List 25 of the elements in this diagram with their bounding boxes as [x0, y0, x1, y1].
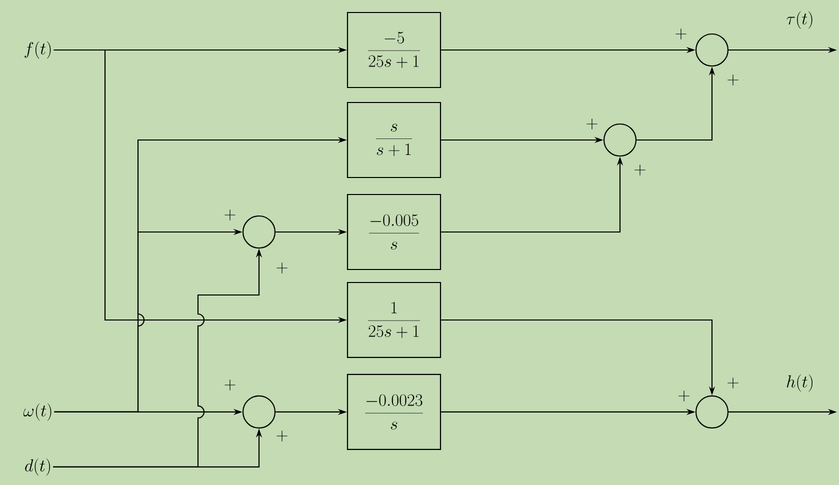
transfer-block: $\frac{s}{s+1}$	[346, 102, 442, 178]
transfer-block: $\frac{1}{25s+1}$	[346, 282, 442, 358]
summing-junction	[695, 33, 729, 67]
output-label: $h(t)$	[786, 374, 812, 392]
input-label: $d(t)$	[25, 458, 50, 476]
transfer-block: $\frac{-5}{25s+1}$	[346, 12, 442, 88]
sign-label: $+$	[224, 210, 236, 220]
summing-junction	[695, 395, 729, 429]
sign-label: $+$	[678, 390, 690, 402]
sign-label: $+$	[276, 430, 288, 442]
summing-junction	[242, 395, 276, 429]
sign-label: $+$	[728, 378, 738, 388]
sign-label: $+$	[634, 164, 646, 176]
summing-junction	[603, 123, 637, 157]
input-label: $\omega(t)$	[23, 403, 52, 421]
input-label: $f(t)$	[24, 41, 51, 59]
transfer-block: $\frac{-0.005}{s}$	[346, 194, 442, 270]
sign-label: $+$	[676, 28, 686, 40]
output-label: $\tau(t)$	[786, 11, 812, 29]
transfer-block: $\frac{-0.0023}{s}$	[346, 374, 442, 450]
sign-label: $+$	[728, 74, 738, 86]
sign-label: $+$	[586, 118, 598, 130]
summing-junction	[242, 215, 276, 249]
sign-label: $+$	[224, 380, 236, 390]
sign-label: $+$	[276, 262, 288, 274]
